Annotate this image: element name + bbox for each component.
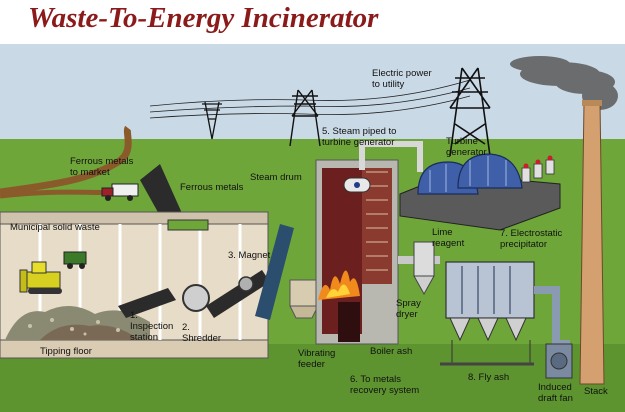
label-line: Steam drum [250, 172, 302, 183]
label-line: Lime [432, 227, 453, 238]
furnace-fire-core [326, 284, 350, 298]
transmission-tower-1 [202, 101, 222, 140]
electrostatic-precipitator [445, 261, 535, 364]
label-line: Ferrous metals [180, 182, 244, 193]
turbine-generator [399, 153, 561, 231]
inspection-conveyor [118, 288, 176, 318]
transmission-tower-2 [289, 89, 321, 147]
green-loader [63, 251, 87, 269]
label-line: reagent [432, 238, 465, 249]
label-steam-drum: Steam drum [250, 172, 302, 183]
label-line: to market [70, 167, 110, 178]
magnet-drum [238, 276, 254, 292]
label-line: 6. To metals [350, 374, 401, 385]
label-line: feeder [298, 359, 325, 370]
label-magnet: 3. Magnet [228, 250, 271, 261]
label-boiler-ash: Boiler ash [370, 346, 412, 357]
page-title: Waste-To-Energy Incinerator [28, 2, 379, 34]
label-tipping-floor: Tipping floor [40, 346, 92, 357]
ferrous-chute [167, 219, 209, 231]
dump-truck [101, 183, 139, 201]
label-stack: Stack [584, 386, 608, 397]
label-line: 3. Magnet [228, 250, 271, 261]
label-line: Boiler ash [370, 346, 412, 357]
label-line: Inspection [130, 321, 173, 332]
label-line: generator [446, 147, 487, 158]
spray-dryer [413, 241, 435, 296]
waste-pile [5, 305, 150, 340]
feed-conveyor [255, 224, 294, 320]
label-line: draft fan [538, 393, 573, 404]
transmission-tower-3 [449, 67, 491, 157]
label-line: turbine generator [322, 137, 394, 148]
label-line: Tipping floor [40, 346, 92, 357]
label-line: Ferrous metals [70, 156, 134, 167]
steam-pipe [359, 141, 423, 172]
induced-draft-fan [545, 343, 573, 379]
label-fly-ash: 8. Fly ash [468, 372, 509, 383]
label-line: recovery system [350, 385, 419, 396]
label-shredder: 2.Shredder [182, 322, 221, 344]
label-line: Electric power [372, 68, 432, 79]
shredder-drum [182, 284, 210, 312]
label-line: Spray [396, 298, 421, 309]
magnet-conveyor [206, 270, 270, 318]
label-line: 7. Electrostatic [500, 228, 563, 239]
label-municipal-solid-waste: Municipal solid waste [10, 222, 100, 233]
label-line: 5. Steam piped to [322, 126, 396, 137]
label-line: Municipal solid waste [10, 222, 100, 233]
stack [579, 100, 605, 385]
label-line: 1. [130, 310, 138, 321]
label-line: Vibrating [298, 348, 335, 359]
label-line: 2. [182, 322, 190, 333]
label-line: dryer [396, 309, 418, 320]
label-line: Induced [538, 382, 572, 393]
dirt-road [0, 125, 132, 196]
smoke-plume [510, 56, 618, 110]
label-line: precipitator [500, 239, 547, 250]
label-line: to utility [372, 79, 404, 90]
label-line: Turbine [446, 136, 478, 147]
label-line: 8. Fly ash [468, 372, 509, 383]
label-line: Shredder [182, 333, 221, 344]
bulldozer [19, 261, 62, 294]
steam-drum [343, 177, 371, 193]
vibrating-feeder [289, 279, 319, 319]
label-line: Stack [584, 386, 608, 397]
label-line: station [130, 332, 158, 343]
label-ferrous-metals: Ferrous metals [180, 182, 244, 193]
